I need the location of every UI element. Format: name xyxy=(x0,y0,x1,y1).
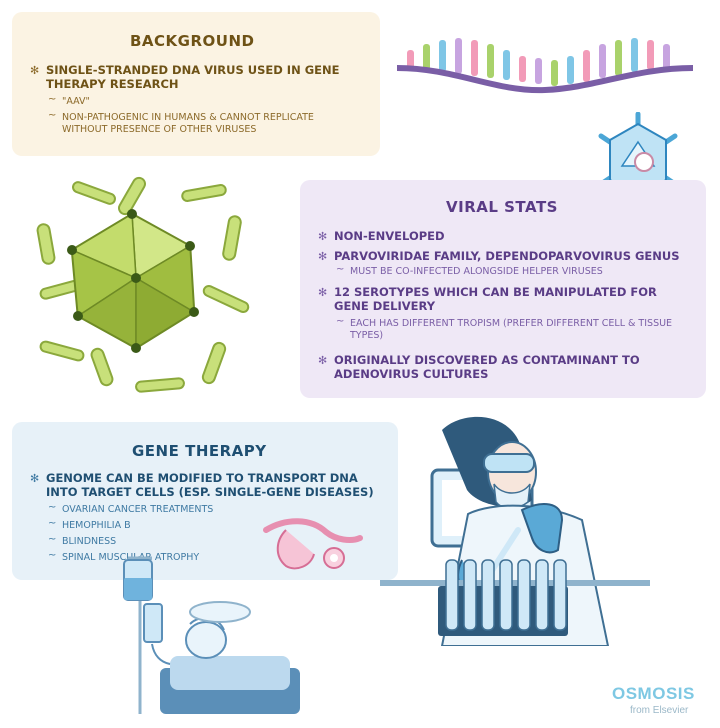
background-sub-2: NON-PATHOGENIC in HUMANS & CANNOT REPLIC… xyxy=(62,112,314,135)
background-sub-1: "AAV" xyxy=(62,96,90,107)
logo-brand: OSMOSIS xyxy=(612,684,695,703)
asterisk-bullet-icon: ✻ xyxy=(30,64,40,77)
background-title: BACKGROUND xyxy=(130,32,255,50)
scientist-illustration xyxy=(380,416,650,646)
asterisk-bullet-icon: ✻ xyxy=(318,354,328,367)
gene-therapy-item: BLINDNESS xyxy=(62,536,117,547)
viral-stats-bullet-2-sub: MUST BE CO-INFECTED ALONGSIDE HELPER VIR… xyxy=(350,266,603,277)
gene-therapy-bullet-1: GENOME can be MODIFIED to TRANSPORT DNA … xyxy=(46,471,374,499)
dna-strand-icon xyxy=(396,38,694,94)
ovary-uterus-icon xyxy=(263,518,363,570)
aav-virus-illustration xyxy=(36,176,250,393)
patient-iv-illustration xyxy=(123,556,300,714)
viral-stats-bullet-4: ORIGINALLY DISCOVERED as CONTAMINANT to … xyxy=(334,353,640,381)
tilde-dash-icon: ~ xyxy=(336,264,345,275)
tilde-dash-icon: ~ xyxy=(336,316,345,327)
gene-therapy-title: GENE THERAPY xyxy=(132,442,267,460)
logo-sub: from Elsevier xyxy=(630,705,689,716)
tilde-dash-icon: ~ xyxy=(48,550,57,561)
gene-therapy-item: OVARIAN CANCER TREATMENTS xyxy=(62,504,214,515)
asterisk-bullet-icon: ✻ xyxy=(318,250,328,263)
viral-stats-bullet-2: PARVOVIRIDAE FAMILY, DEPENDOPARVOVIRUS G… xyxy=(334,249,680,263)
background-bullet-1: SINGLE-STRANDED DNA VIRUS USED in GENE T… xyxy=(46,63,340,91)
osmosis-logo: OSMOSIS from Elsevier xyxy=(612,684,716,724)
viral-stats-bullet-3: 12 SEROTYPES WHICH can be MANIPULATED fo… xyxy=(334,285,657,313)
asterisk-bullet-icon: ✻ xyxy=(30,472,40,485)
background-card: BACKGROUND ✻ SINGLE-STRANDED DNA VIRUS U… xyxy=(12,12,380,156)
asterisk-bullet-icon: ✻ xyxy=(318,286,328,299)
tilde-dash-icon: ~ xyxy=(48,534,57,545)
tilde-dash-icon: ~ xyxy=(48,518,57,529)
viral-stats-card: VIRAL STATS ✻ NON-ENVELOPED ✻ PARVOVIRID… xyxy=(300,180,706,398)
gene-therapy-item: HEMOPHILIA B xyxy=(62,520,131,531)
asterisk-bullet-icon: ✻ xyxy=(318,230,328,243)
tilde-dash-icon: ~ xyxy=(48,110,57,121)
tilde-dash-icon: ~ xyxy=(48,502,57,513)
tilde-dash-icon: ~ xyxy=(48,94,57,105)
viral-stats-title: VIRAL STATS xyxy=(446,198,558,216)
viral-stats-bullet-3-sub: EACH HAS DIFFERENT TROPISM (PREFER DIFFE… xyxy=(350,318,673,341)
viral-stats-bullet-1: NON-ENVELOPED xyxy=(334,229,445,243)
